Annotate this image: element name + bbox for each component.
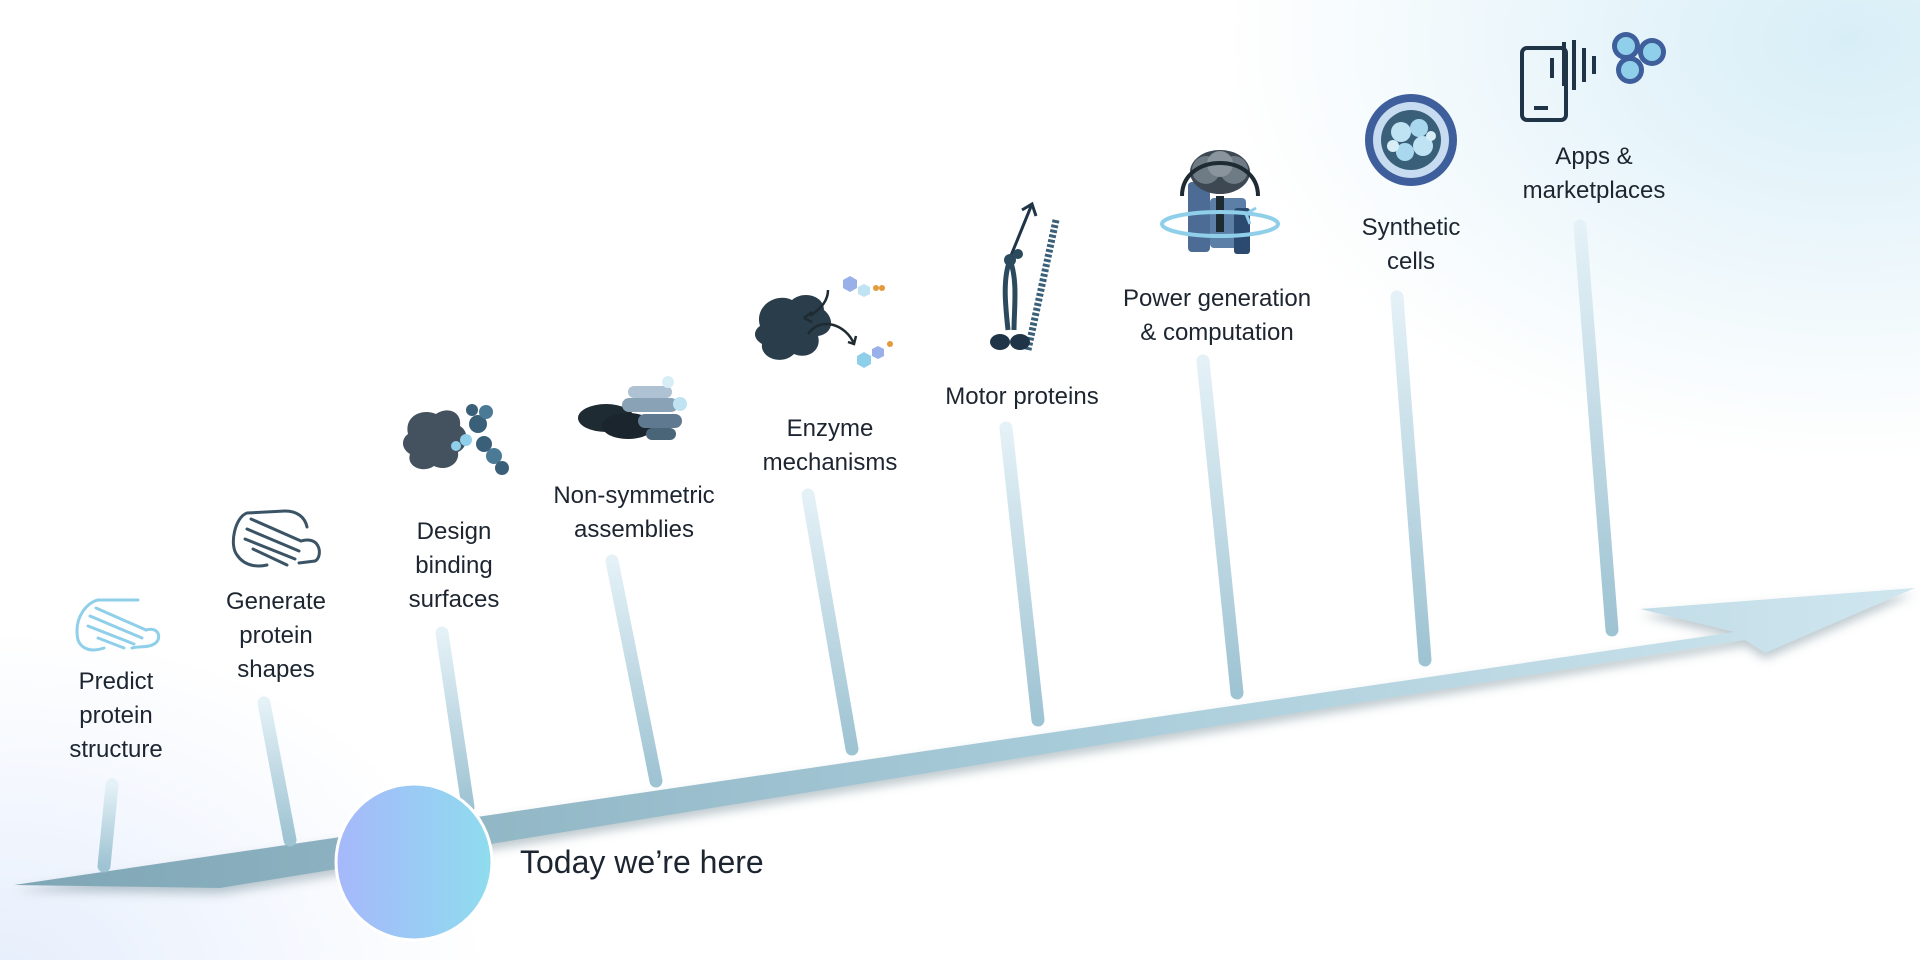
today-marker-circle xyxy=(334,782,494,942)
binding-protein-icon xyxy=(403,404,509,475)
milestone-bar xyxy=(257,696,297,847)
milestone-bar xyxy=(801,488,859,756)
milestone-bar xyxy=(999,421,1045,727)
beta-sheet-light-icon xyxy=(75,598,161,652)
timeline-arrow xyxy=(14,588,1915,888)
milestone-label: Synthetic cells xyxy=(1361,214,1461,275)
milestone-label: Motor proteins xyxy=(945,383,1099,410)
milestone-bar xyxy=(1390,290,1432,667)
enzyme-icon xyxy=(755,276,893,368)
milestone-label: Apps & marketplaces xyxy=(1522,143,1666,204)
rotary-motor-icon xyxy=(1160,150,1280,254)
milestone-bar xyxy=(435,626,475,814)
milestone-label: Design binding surfaces xyxy=(408,518,500,613)
milestone-label: Non-symmetric assemblies xyxy=(553,482,715,543)
milestone-bar xyxy=(1573,219,1619,637)
milestone-bar xyxy=(1196,354,1244,700)
milestone-label: Predict protein structure xyxy=(69,668,163,763)
milestone-label: Power generation & computation xyxy=(1122,285,1312,346)
beta-sheet-dark-icon xyxy=(231,509,321,568)
milestone-bar xyxy=(605,554,663,788)
milestone-label: Enzyme mechanisms xyxy=(762,415,898,476)
milestone-bar xyxy=(97,778,119,873)
synthetic-cell-icon xyxy=(1365,94,1457,186)
motor-protein-icon xyxy=(990,201,1060,351)
protein-assembly-icon xyxy=(578,376,687,440)
today-label: Today we’re here xyxy=(520,844,764,880)
phone-app-icon xyxy=(1520,32,1666,122)
milestone-label: Generate protein shapes xyxy=(225,588,327,683)
